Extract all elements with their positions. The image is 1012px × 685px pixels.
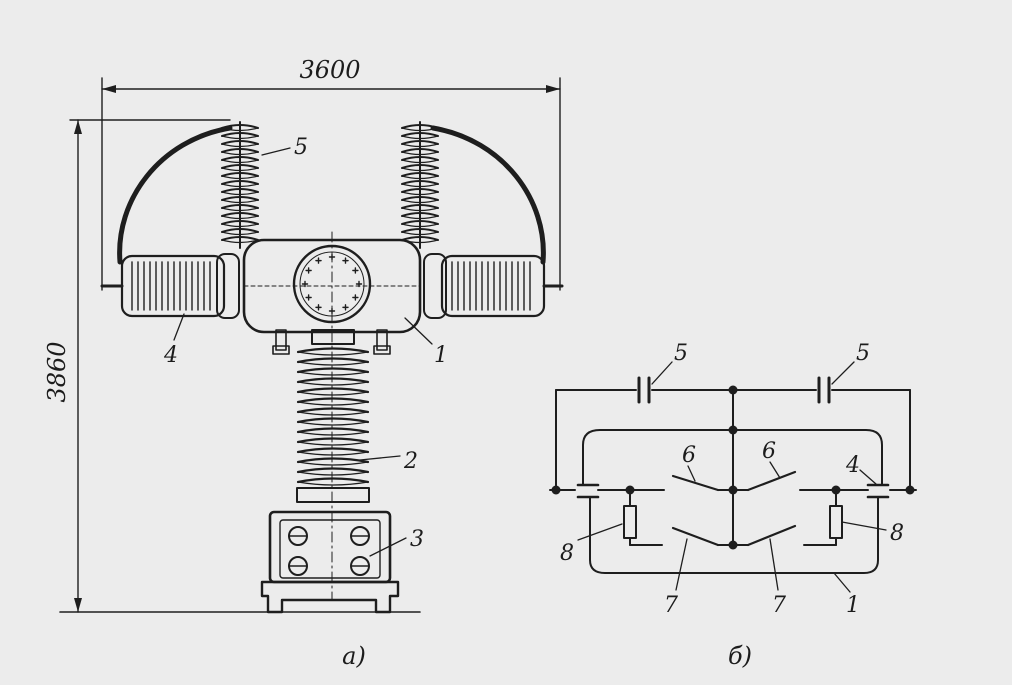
base-mechanism xyxy=(260,510,400,614)
terminal-capacitor-left xyxy=(576,483,600,499)
callout-1-b: 1 xyxy=(846,593,860,618)
capacitor-left xyxy=(637,376,651,404)
callout-2-a: 2 xyxy=(403,449,418,474)
contact-6-left xyxy=(671,474,734,492)
callout-8-b-left: 8 xyxy=(560,541,574,566)
resistor-8-left xyxy=(623,489,663,546)
callout-4-a: 4 xyxy=(163,343,178,368)
right-arc-conductor xyxy=(430,125,546,265)
width-dimension-label: 3600 xyxy=(299,56,360,84)
caption-a: а) xyxy=(342,642,366,670)
callout-5-b-right: 5 xyxy=(856,341,870,366)
height-dimension-label: 3860 xyxy=(43,341,71,402)
callout-6-b-right: 6 xyxy=(762,439,776,464)
caption-b: б) xyxy=(728,642,752,670)
callout-7-b-right: 7 xyxy=(772,593,786,618)
callout-8-b-right: 8 xyxy=(890,521,904,546)
dimension-width: 3600 xyxy=(101,56,561,291)
device-drawing: 5 4 1 2 3 а) xyxy=(100,121,564,670)
left-arc-conductor xyxy=(117,125,233,265)
support-insulator xyxy=(296,231,370,601)
horizontal-insulator-left xyxy=(100,253,240,319)
horizontal-insulator-right xyxy=(423,253,564,319)
terminal-capacitor-right xyxy=(866,483,890,499)
callout-5-b-left: 5 xyxy=(674,341,688,366)
callout-leaders-b xyxy=(577,361,887,593)
top-insulator-right xyxy=(401,121,439,249)
callout-5-a: 5 xyxy=(294,135,308,160)
contact-7-left xyxy=(671,526,734,547)
resistor-8-right xyxy=(803,489,843,546)
callout-leaders-a xyxy=(173,147,433,557)
capacitor-right xyxy=(817,376,831,404)
top-insulator-left xyxy=(221,121,259,249)
callout-3-a: 3 xyxy=(410,527,424,552)
callout-1-a: 1 xyxy=(434,343,448,368)
callout-7-b-left: 7 xyxy=(664,593,678,618)
callout-6-b-left: 6 xyxy=(682,443,696,468)
dimension-height: 3860 xyxy=(43,119,421,613)
circuit-schematic: 5 5 6 6 4 8 8 7 7 1 б) xyxy=(549,341,917,670)
tank-loop xyxy=(582,429,883,486)
callout-4-b: 4 xyxy=(845,453,860,478)
contact-6-right xyxy=(732,470,797,492)
contact-7-right xyxy=(732,524,797,547)
